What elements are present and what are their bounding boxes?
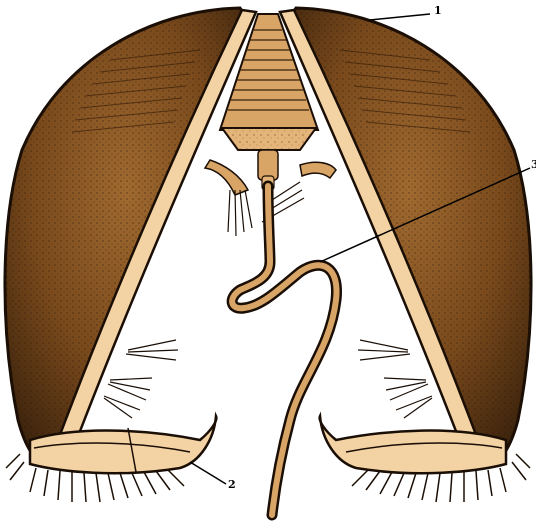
label-3: 3 <box>531 158 536 171</box>
label-1: 1 <box>434 4 442 17</box>
label-2: 2 <box>228 478 236 491</box>
